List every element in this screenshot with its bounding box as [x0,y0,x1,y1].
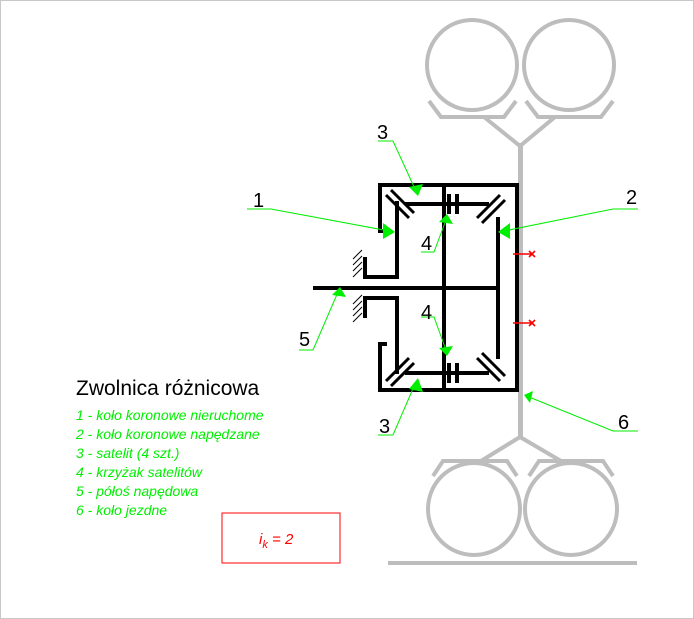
ground-hatch-lower [352,294,363,323]
callout-1: 1 [253,190,264,212]
upper-left-bevel-a [384,193,411,220]
upper-left-saddle [427,99,518,119]
lower-left-bevel-b [389,361,416,388]
legend-item-2: 2 - koło koronowe napędzane [75,426,260,442]
callout-6: 6 [618,412,629,434]
leader-5 [299,291,339,351]
upper-fork [482,115,557,149]
gearbox [313,183,519,392]
lower-right-wheel [523,461,619,557]
upper-right-bevel-a [475,193,502,220]
lower-left-bevel-a [384,356,411,383]
lower-left-wheel [426,461,522,557]
callout-5: 5 [299,329,310,351]
leader-3-top [378,140,416,190]
upper-left-wheel [425,18,519,112]
red-bolt-markers [513,250,536,327]
lower-right-bevel-a [475,356,502,383]
upper-right-wheel [522,18,616,112]
lower-fork [479,434,563,463]
callout-4-top: 4 [421,233,432,255]
upper-right-bevel-b [480,198,507,225]
gear-ratio-box [221,512,341,564]
legend-item-1: 1 - koło koronowe nieruchome [76,407,264,423]
leader-4-top [421,219,447,253]
legend-item-6: 6 - koło jezdne [76,502,167,518]
leader-6 [528,396,638,432]
callout-2: 2 [626,187,637,209]
diagram-title: Zwolnica różnicowa [76,377,260,400]
lower-right-bevel-b [480,351,507,378]
road-wheels [388,18,637,565]
ground-hatch-upper [352,249,363,278]
callout-3-top: 3 [377,122,388,144]
leader-4-bottom [421,316,447,351]
gear-ratio-formula: ik = 2 [259,531,294,551]
leader-lines [247,140,638,436]
gear-ratio-symbol: i [259,531,263,548]
bevel-gears [384,188,507,388]
leader-2 [503,208,638,232]
gear-ratio-subscript: k [262,539,268,551]
legend-item-3: 3 - satelit (4 szt.) [76,445,179,461]
carrier-housing [398,183,519,392]
callout-3-bottom: 3 [379,416,390,438]
lower-left-saddle [431,459,519,478]
leader-arrowheads [332,184,533,403]
leader-3-bottom [378,383,416,436]
legend-item-4: 4 - krzyżak satelitów [76,464,203,480]
gear-ratio-value: = 2 [268,531,294,548]
callout-4-bottom: 4 [421,302,432,324]
upper-right-saddle [524,99,615,119]
fixed-ring-gear-lower [363,296,399,392]
upper-left-bevel-b [389,188,416,215]
leader-1 [247,208,390,232]
legend-item-5: 5 - półoś napędowa [76,483,198,499]
legend: 1 - koło koronowe nieruchome 2 - koło ko… [75,407,264,518]
road-wheel-disc [518,143,523,439]
